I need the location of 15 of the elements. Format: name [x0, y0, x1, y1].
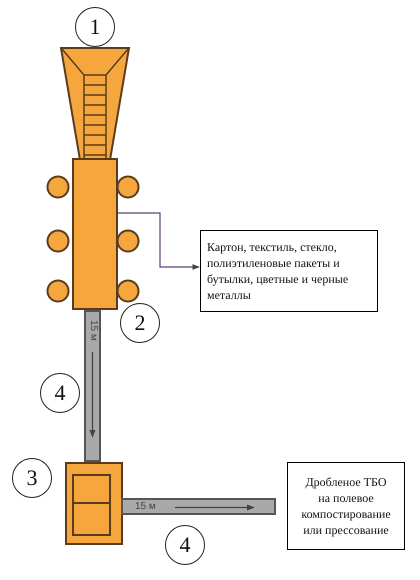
- length-label: 15 м: [135, 501, 156, 512]
- callout-number: 4: [40, 373, 80, 413]
- sorting-table: [72, 158, 118, 310]
- callout-number: 1: [75, 7, 115, 47]
- horizontal-conveyor: [121, 498, 276, 515]
- crusher-drawing: [65, 462, 123, 545]
- note-box: Дробленое ТБО на полевое компостирование или прессование: [287, 462, 405, 550]
- vertical-conveyor: [84, 310, 101, 462]
- note-box: Картон, текстиль, стекло, полиэтиленовые пакеты и бутылки, цветные и черные металлы: [200, 230, 378, 312]
- arrow: [118, 212, 200, 270]
- length-label: 15 м: [88, 320, 99, 341]
- hopper-drawing: [60, 47, 130, 160]
- callout-number: 4: [165, 525, 205, 565]
- callout-number: 2: [120, 303, 160, 343]
- callout-number: 3: [12, 458, 52, 498]
